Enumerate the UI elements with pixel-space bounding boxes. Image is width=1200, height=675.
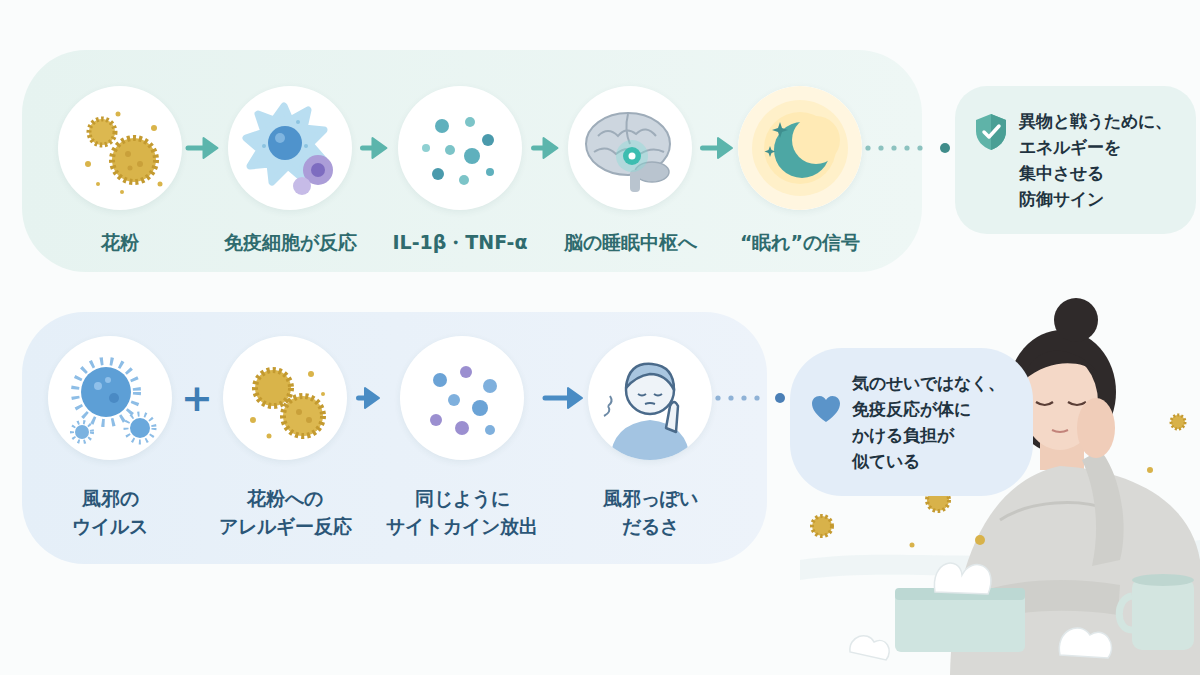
- circle-shape: [738, 86, 862, 210]
- icon-illustration: [228, 86, 352, 210]
- node-label: 花粉: [101, 228, 139, 256]
- icon-illustration: [588, 336, 712, 460]
- icon-illustration: [738, 86, 862, 210]
- circle-node: 免疫細胞が反応: [224, 86, 357, 256]
- callout-icon: [810, 394, 842, 424]
- circle-node: 風邪の ウイルス: [48, 336, 172, 540]
- flow-arrow: [545, 388, 582, 408]
- text-group: 花粉: [101, 228, 139, 256]
- circle-shape: [400, 336, 524, 460]
- callout-box: 異物と戦うために、 エネルギーを 集中させる 防御サイン: [955, 86, 1196, 234]
- circle-shape: [48, 336, 172, 460]
- icon-illustration: [398, 86, 522, 210]
- circle-node: 花粉への アレルギー反応: [218, 336, 353, 540]
- icon-illustration: [810, 394, 842, 424]
- icon-illustration: [58, 86, 182, 210]
- node-label: 同じように サイトカイン放出: [385, 484, 539, 540]
- node-label: 免疫細胞が反応: [224, 228, 357, 256]
- flow-arrow: [363, 138, 387, 158]
- text-group: 花粉への アレルギー反応: [218, 484, 353, 540]
- circle-node: 脳の睡眠中枢へ: [564, 86, 697, 256]
- node-label: 脳の睡眠中枢へ: [564, 228, 697, 256]
- text-group: “眠れ”の信号: [740, 228, 860, 256]
- circle-shape: [398, 86, 522, 210]
- dotted-connector: [715, 393, 785, 403]
- flow-arrow: [359, 388, 380, 408]
- icon-illustration: [223, 336, 347, 460]
- icon-illustration: [400, 336, 524, 460]
- flow-band: [22, 50, 922, 564]
- text-group: 気のせいではなく、 免疫反応が体に かける負担が 似ている: [852, 370, 1007, 474]
- text-group: 脳の睡眠中枢へ: [564, 228, 697, 256]
- circle-shape: [568, 86, 692, 210]
- node-label: IL-1β・TNF-α: [392, 228, 527, 256]
- text-group: 異物と戦うために、 エネルギーを 集中させる 防御サイン: [1019, 108, 1174, 212]
- flow-arrow: [188, 138, 218, 158]
- plus-sign: +: [181, 378, 213, 418]
- circle-node: 風邪っぽい だるさ: [588, 336, 712, 540]
- dotted-connector: [865, 143, 950, 153]
- node-label: “眠れ”の信号: [740, 228, 860, 256]
- icon-illustration: [48, 336, 172, 460]
- icon-illustration: [973, 112, 1009, 152]
- text-group: 同じように サイトカイン放出: [385, 484, 539, 540]
- icon-illustration: [568, 86, 692, 210]
- circle-node: IL-1β・TNF-α: [392, 86, 527, 256]
- node-label: 花粉への アレルギー反応: [218, 484, 353, 540]
- circle-node: 花粉: [58, 86, 182, 256]
- node-label: 風邪の ウイルス: [71, 484, 149, 540]
- callout-text: 気のせいではなく、 免疫反応が体に かける負担が 似ている: [852, 370, 1007, 474]
- circle-node: “眠れ”の信号: [738, 86, 862, 256]
- text-group: IL-1β・TNF-α: [392, 228, 527, 256]
- callout-text: 異物と戦うために、 エネルギーを 集中させる 防御サイン: [1019, 108, 1174, 212]
- text-group: 免疫細胞が反応: [224, 228, 357, 256]
- circle-shape: [588, 336, 712, 460]
- circle-shape: [58, 86, 182, 210]
- callout-box: 気のせいではなく、 免疫反応が体に かける負担が 似ている: [790, 348, 1033, 496]
- callout-icon: [973, 112, 1009, 152]
- circle-node: 同じように サイトカイン放出: [385, 336, 539, 540]
- text-group: 風邪っぽい だるさ: [602, 484, 699, 540]
- text-group: 風邪の ウイルス: [71, 484, 149, 540]
- flow-arrow: [703, 138, 733, 158]
- circle-shape: [223, 336, 347, 460]
- flow-arrow: [534, 138, 558, 158]
- node-label: 風邪っぽい だるさ: [602, 484, 699, 540]
- circle-shape: [228, 86, 352, 210]
